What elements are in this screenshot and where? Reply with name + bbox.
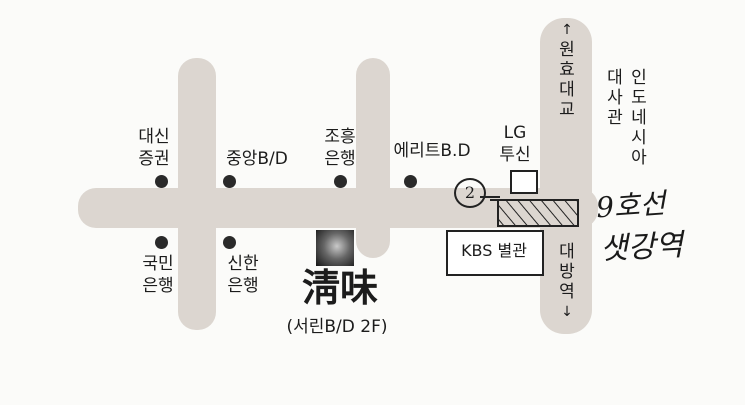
- vertical-road-center: [356, 58, 390, 258]
- embassy-c2-2: 도: [631, 88, 647, 108]
- handwritten-line9: 9호선: [595, 186, 667, 225]
- shinhan-line1: 신한: [227, 254, 259, 274]
- johung-line2: 은행: [324, 149, 356, 169]
- kookmin-dot: [155, 236, 168, 249]
- restaurant-subtitle: (서린B/D 2F): [286, 317, 388, 337]
- vertical-road-west: [178, 58, 216, 330]
- embassy-c2-4: 시: [631, 128, 647, 148]
- johung-line1: 조흥: [324, 127, 356, 147]
- daebang-char-3: 역: [559, 282, 575, 302]
- wonhyo-char-3: 대: [559, 80, 575, 100]
- kookmin-line2: 은행: [142, 276, 174, 296]
- kbs-annex-label: KBS 별관: [461, 241, 527, 260]
- embassy-label-col2: 인 도 네 시 아: [628, 68, 650, 168]
- embassy-c1-2: 사: [607, 88, 623, 108]
- embassy-c1-3: 관: [607, 108, 623, 128]
- embassy-label-col1: 대 사 관: [604, 68, 626, 128]
- wonhyo-bridge-label: ↑ 원 효 대 교: [556, 20, 578, 120]
- vertical-road-east: [540, 18, 592, 334]
- down-arrow-icon: ↓: [561, 304, 573, 320]
- daeshin-label: 대신 증권: [124, 126, 184, 170]
- lg-building-marker: [510, 170, 538, 194]
- embassy-c2-1: 인: [631, 68, 647, 88]
- johung-label: 조흥 은행: [310, 126, 370, 170]
- up-arrow-icon: ↑: [561, 22, 573, 38]
- station-hatch: [490, 199, 579, 227]
- lg-line2: 투신: [499, 145, 531, 165]
- elite-label: 에리트B.D: [393, 141, 471, 161]
- embassy-c1-1: 대: [607, 68, 623, 88]
- daebang-station-label: 대 방 역 ↓: [556, 242, 578, 322]
- daeshin-line1: 대신: [138, 127, 170, 147]
- jungang-label: 중앙B/D: [226, 149, 288, 169]
- jungang-dot: [223, 175, 236, 188]
- lg-label: LG 투신: [492, 122, 538, 166]
- restaurant-marker: [316, 230, 354, 266]
- kookmin-line1: 국민: [142, 254, 174, 274]
- restaurant-name: 淸味: [301, 265, 378, 310]
- exit-connector-line: [480, 196, 500, 198]
- kbs-annex-box: [446, 230, 544, 276]
- exit-number: 2: [464, 183, 476, 202]
- shinhan-label: 신한 은행: [213, 253, 273, 297]
- embassy-c2-3: 네: [631, 108, 647, 128]
- shinhan-line2: 은행: [227, 276, 259, 296]
- elite-dot: [404, 175, 417, 188]
- wonhyo-char-1: 원: [559, 40, 575, 60]
- lg-line1: LG: [503, 123, 527, 143]
- handwritten-saetgang-station: 샛강역: [599, 227, 684, 268]
- daebang-char-2: 방: [559, 262, 575, 282]
- exit-number-circle: 2: [454, 178, 486, 208]
- daebang-char-1: 대: [559, 242, 575, 262]
- wonhyo-char-4: 교: [559, 100, 575, 120]
- shinhan-dot: [223, 236, 236, 249]
- wonhyo-char-2: 효: [559, 60, 575, 80]
- daeshin-dot: [155, 175, 168, 188]
- johung-dot: [334, 175, 347, 188]
- kookmin-label: 국민 은행: [128, 253, 188, 297]
- daeshin-line2: 증권: [138, 149, 170, 169]
- embassy-c2-5: 아: [631, 148, 647, 168]
